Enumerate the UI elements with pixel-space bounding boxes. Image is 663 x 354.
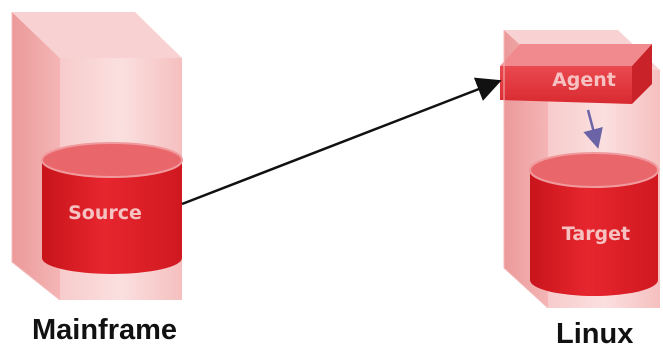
linux-caption: Linux bbox=[556, 318, 634, 350]
agent-label: Agent bbox=[552, 69, 616, 91]
replication-connector-arrow bbox=[181, 77, 502, 206]
source-database: Source bbox=[41, 142, 183, 274]
target-database: Target bbox=[529, 152, 659, 296]
target-database-label: Target bbox=[562, 223, 630, 245]
source-database-label: Source bbox=[68, 202, 142, 224]
mainframe-box-top bbox=[12, 12, 182, 58]
agent-to-target-arrow bbox=[583, 109, 603, 149]
mainframe-server: Source bbox=[11, 12, 183, 301]
linux-server: Target Agent bbox=[500, 30, 660, 309]
mainframe-caption: Mainframe bbox=[32, 314, 178, 346]
agent-block: Agent bbox=[500, 44, 652, 104]
